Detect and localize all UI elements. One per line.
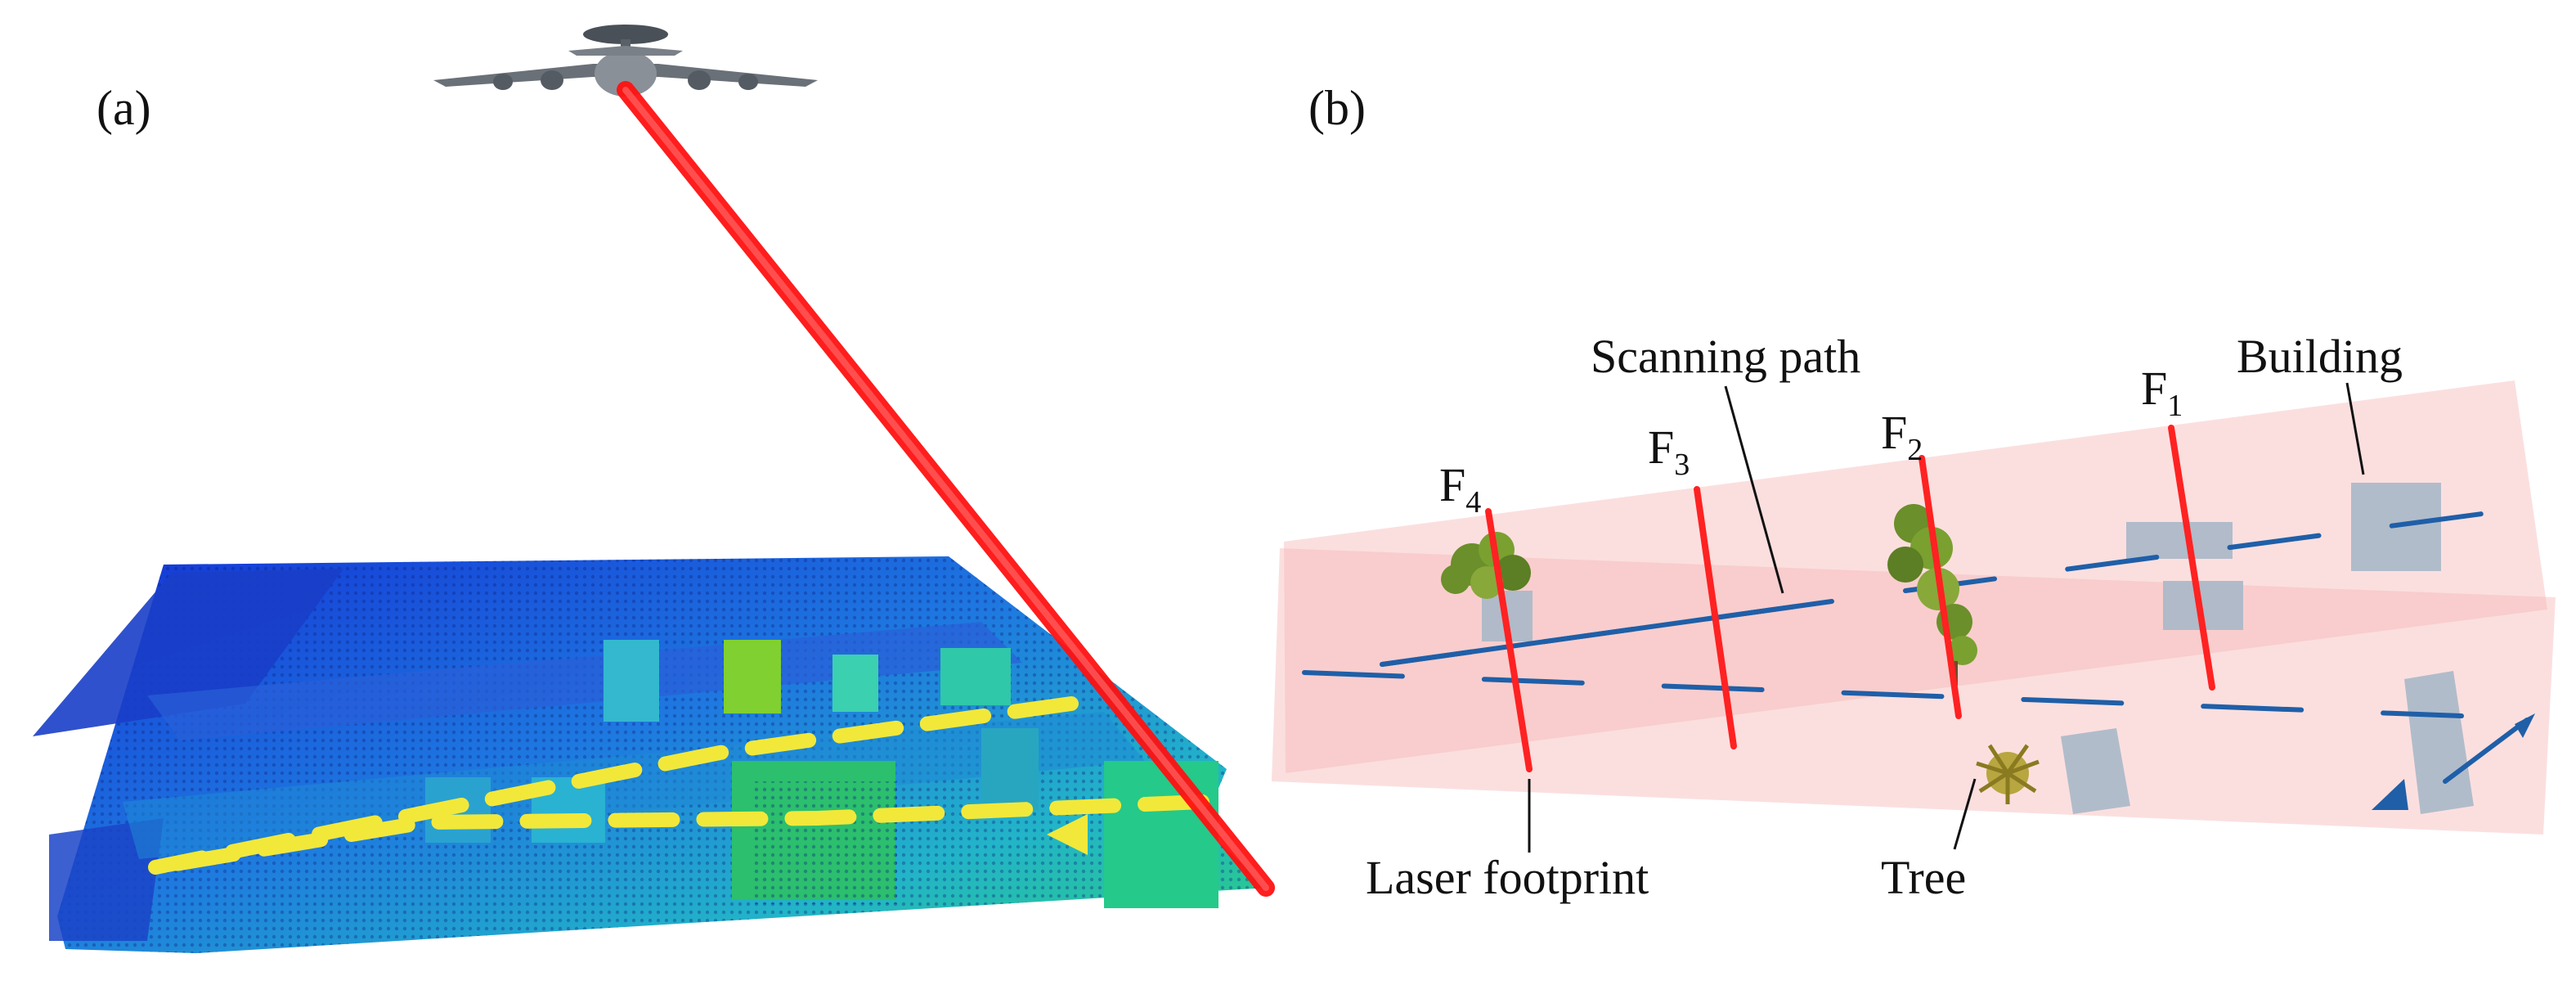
arrow-icon — [2515, 713, 2535, 738]
aircraft-icon — [433, 25, 818, 97]
pc-building — [981, 728, 1039, 810]
f3-label: F3 — [1648, 421, 1690, 482]
pc-building — [940, 648, 1011, 705]
panel-a-label: (a) — [96, 81, 151, 135]
pc-building — [604, 640, 659, 722]
tree-icon — [1976, 744, 2040, 804]
building — [2061, 728, 2130, 814]
panel-b: (b) — [1272, 81, 2556, 904]
footprint-f1 — [2168, 425, 2215, 691]
f2-label: F2 — [1881, 406, 1923, 467]
panel-b-label: (b) — [1308, 81, 1366, 135]
f1-label: F1 — [2141, 362, 2183, 423]
pc-building — [724, 640, 781, 713]
tree-icon — [1441, 532, 1531, 599]
building-label: Building — [2237, 330, 2403, 383]
leader-lines — [1528, 382, 2365, 853]
pc-building — [832, 655, 878, 712]
f4-label: F4 — [1439, 458, 1481, 520]
scan-path-a — [148, 696, 1209, 875]
pc-building — [1104, 761, 1218, 908]
arrow-icon — [1047, 814, 1088, 855]
footprint-f3 — [1694, 486, 1737, 749]
laser-footprints — [1485, 425, 2215, 772]
footprint-f4 — [1485, 508, 1533, 772]
tree-label: Tree — [1881, 851, 1966, 904]
scan-path-b — [1302, 505, 2533, 784]
arrow-icon — [2372, 779, 2408, 810]
point-cloud — [33, 556, 1268, 953]
scanning-path-label: Scanning path — [1591, 330, 1860, 383]
building — [2126, 522, 2233, 559]
panel-a: (a) — [33, 25, 1275, 953]
building — [2404, 671, 2474, 814]
footprint-f2 — [1919, 455, 1962, 719]
laser-footprint-label: Laser footprint — [1366, 851, 1649, 904]
